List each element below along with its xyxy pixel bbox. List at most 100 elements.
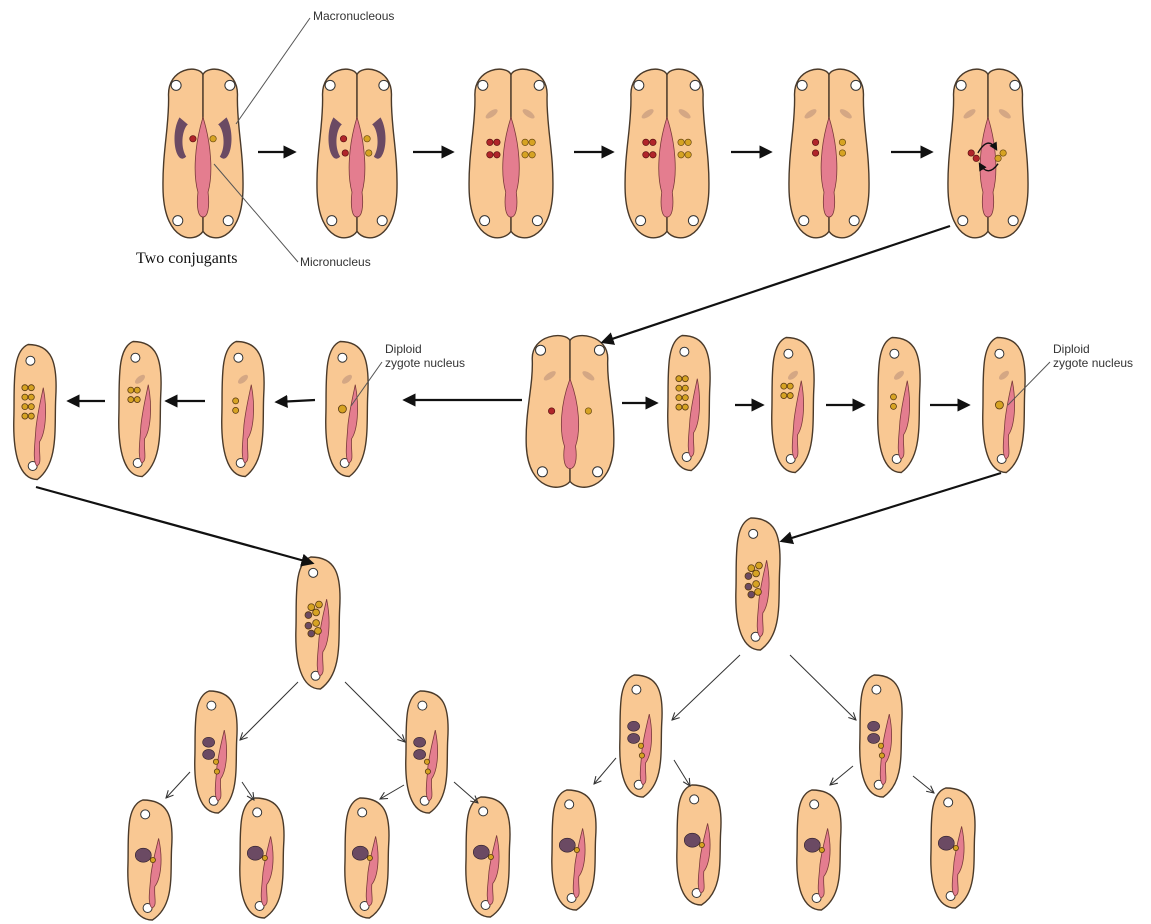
contractile-vacuole: [480, 216, 490, 226]
contractile-vacuole: [131, 353, 140, 362]
micronucleus: [364, 136, 370, 142]
micronucleus: [879, 753, 884, 758]
macronucleus: [868, 733, 880, 743]
contractile-vacuole: [594, 345, 604, 355]
daughter-cell: [466, 797, 510, 917]
contractile-vacuole: [534, 80, 544, 90]
daughter-cell: [552, 790, 596, 910]
micronucleus: [190, 136, 196, 142]
contractile-vacuole: [141, 810, 150, 819]
contractile-vacuole: [958, 216, 968, 226]
division-arrow: [240, 682, 298, 740]
micronucleus: [639, 753, 644, 758]
micronucleus: [150, 857, 155, 862]
contractile-vacuole: [797, 80, 807, 90]
micronucleus: [22, 385, 28, 391]
micronucleus: [487, 152, 493, 158]
contractile-vacuole: [749, 529, 758, 538]
exconjugant-cell: [668, 336, 710, 471]
contractile-vacuole: [223, 216, 233, 226]
micronucleus: [890, 394, 896, 400]
contractile-vacuole: [479, 807, 488, 816]
micronucleus: [643, 152, 649, 158]
macronucleus: [804, 838, 820, 852]
micronucleus: [128, 397, 134, 403]
macronucleus: [559, 838, 575, 852]
contractile-vacuole: [1010, 80, 1020, 90]
micronucleus: [305, 612, 312, 619]
micronucleus: [753, 581, 760, 588]
contractile-vacuole: [944, 798, 953, 807]
micronucleus: [487, 139, 493, 145]
micronucleus: [748, 591, 755, 598]
micronucleus: [315, 628, 322, 635]
contractile-vacuole: [225, 80, 235, 90]
diploid-label-right: Diploid zygote nucleus: [1053, 342, 1133, 370]
contractile-vacuole: [207, 701, 216, 710]
macronucleus: [938, 836, 954, 850]
micronucleus: [968, 150, 974, 156]
contractile-vacuole: [851, 80, 861, 90]
micronucleus: [676, 385, 682, 391]
contractile-vacuole: [377, 216, 387, 226]
contractile-vacuole: [532, 216, 542, 226]
contractile-vacuole: [338, 353, 347, 362]
micronucleus: [522, 152, 528, 158]
two-conjugants-label: Two conjugants: [136, 250, 238, 267]
micronucleus: [638, 743, 643, 748]
division-arrow: [830, 766, 853, 785]
micronucleus: [787, 383, 793, 389]
exconjugant-cell: [119, 342, 161, 477]
exconjugant-cell: [983, 338, 1025, 473]
exconjugant-cell: [222, 342, 264, 477]
contractile-vacuole: [1008, 216, 1018, 226]
contractile-vacuole: [171, 80, 181, 90]
micronucleus: [22, 413, 28, 419]
conjugant-pair: [948, 69, 1028, 238]
contractile-vacuole: [478, 80, 488, 90]
micronucleus: [678, 152, 684, 158]
conjugant-pair: [526, 336, 614, 488]
daughter-cell: [931, 788, 975, 908]
micronucleus: [316, 601, 323, 608]
micronucleus: [643, 139, 649, 145]
macronucleus: [628, 733, 640, 743]
micronucleus: [494, 139, 500, 145]
division-arrow: [913, 776, 934, 793]
exconjugant-cell: [296, 557, 340, 689]
micronucleus: [1000, 150, 1006, 156]
macronucleus: [203, 737, 215, 747]
contractile-vacuole: [810, 800, 819, 809]
micronucleus: [340, 136, 346, 142]
micronucleus: [522, 139, 528, 145]
micronucleus-label: Micronucleus: [300, 255, 371, 269]
contractile-vacuole: [799, 216, 809, 226]
micronucleus: [425, 769, 430, 774]
division-arrow: [380, 785, 404, 799]
diploid-label-right-line1: Diploid: [1053, 342, 1090, 356]
macronucleus-label: Macronucleous: [313, 9, 394, 23]
daughter-cell: [128, 800, 172, 920]
micronucleus: [262, 855, 267, 860]
micronucleus: [839, 150, 845, 156]
micronucleus: [548, 408, 554, 414]
division-arrow: [674, 760, 690, 786]
micronucleus: [812, 150, 818, 156]
conjugant-pair: [469, 69, 553, 238]
conjugant-pair: [317, 69, 397, 238]
micronucleus: [995, 155, 1001, 161]
exconjugant-cell: [14, 345, 56, 480]
division-arrow: [594, 758, 616, 784]
micronucleus: [685, 152, 691, 158]
daughter-cell: [195, 691, 237, 813]
micronucleus: [781, 383, 787, 389]
micronucleus: [313, 609, 320, 616]
daughter-cell: [797, 790, 841, 910]
macronucleus: [868, 721, 880, 731]
micronucleus: [342, 150, 348, 156]
micronucleus: [676, 404, 682, 410]
contractile-vacuole: [537, 467, 547, 477]
micronucleus: [366, 150, 372, 156]
micronucleus: [529, 139, 535, 145]
